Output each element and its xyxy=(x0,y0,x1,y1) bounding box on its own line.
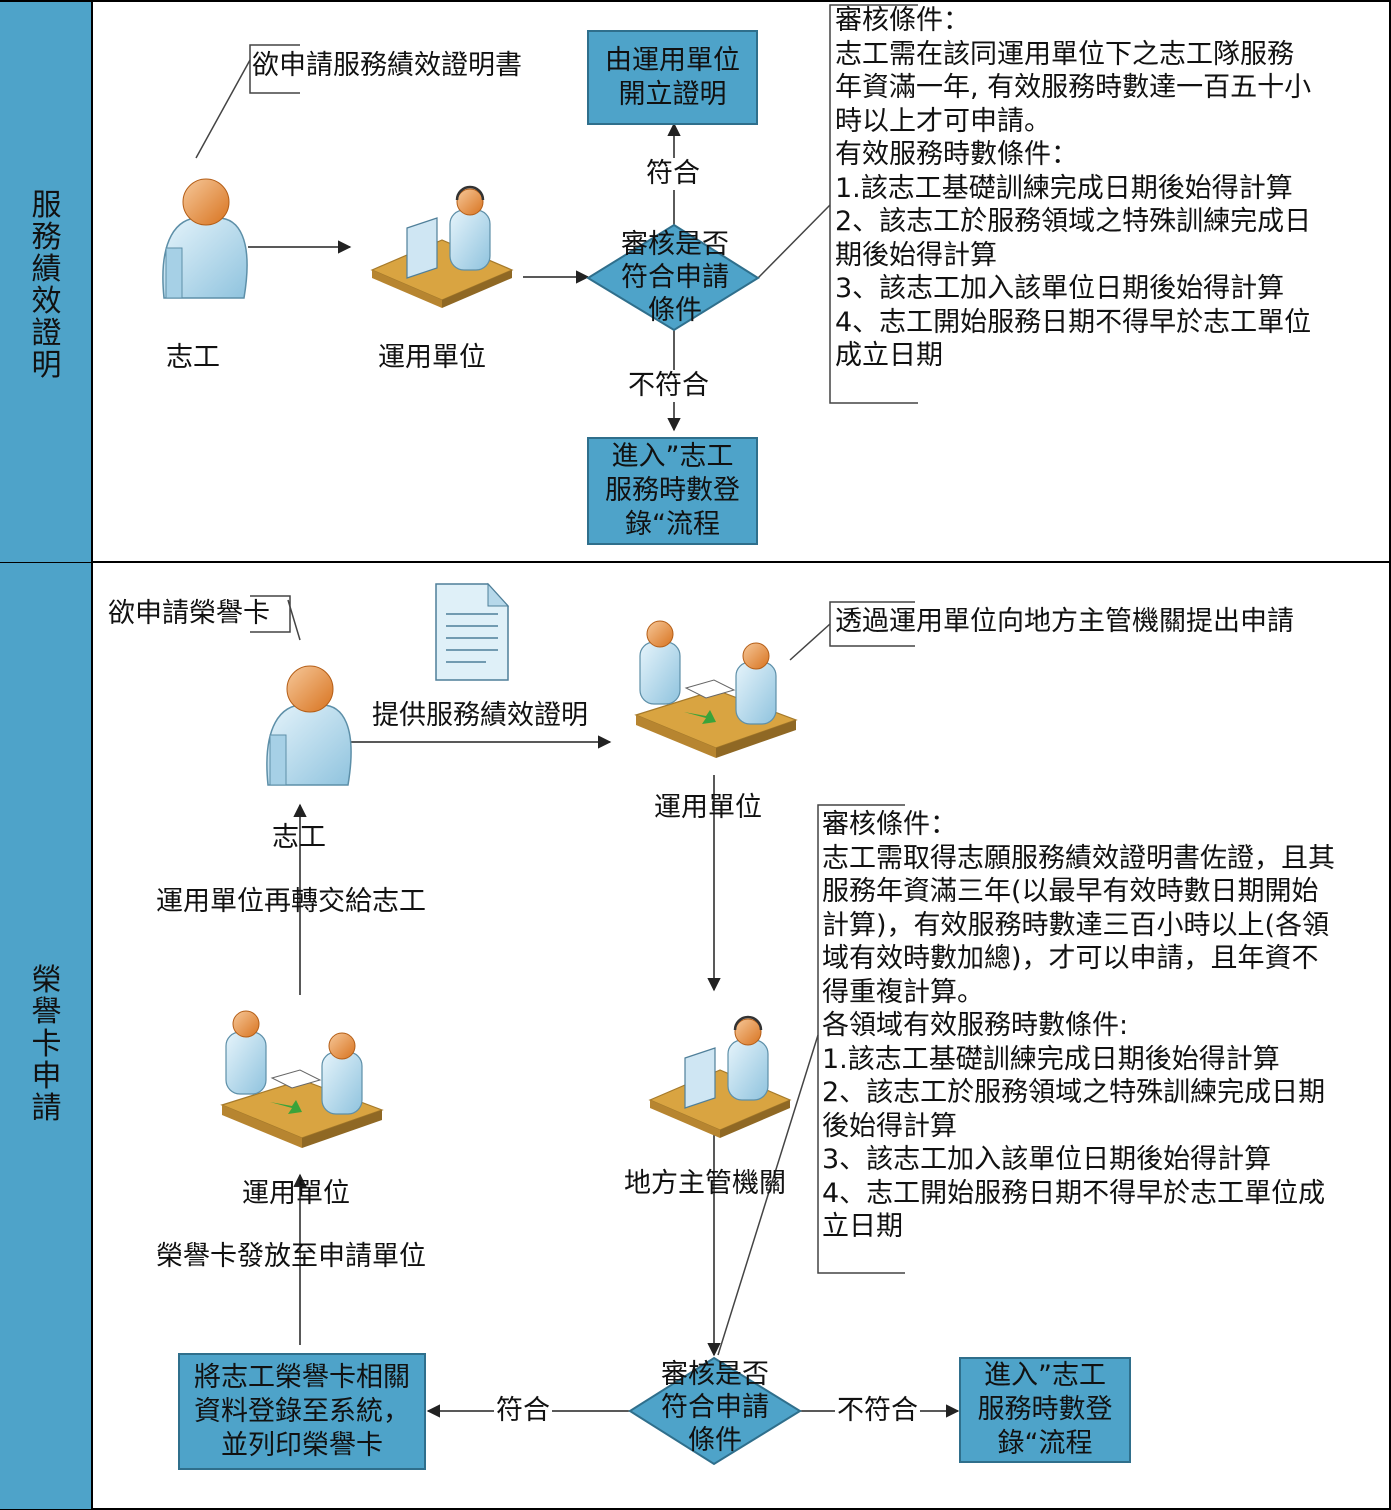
box-register-honor-card: 將志工榮譽卡相關資料登錄至系統，並列印榮譽卡 xyxy=(178,1353,426,1470)
callout-line-conditions1 xyxy=(757,204,831,279)
document-icon xyxy=(435,582,510,681)
meeting-desk-icon xyxy=(220,1010,384,1148)
callout-apply-honor-card: 欲申請榮譽卡 xyxy=(108,598,270,629)
lane-title-honor-card: 榮譽卡申請 xyxy=(31,963,62,1126)
box-enter-hours-flow-2: 進入”志工服務時數登錄“流程 xyxy=(959,1357,1131,1463)
edge-label-return: 運用單位再轉交給志工 xyxy=(156,886,426,917)
conditions-note-2: 審核條件： 志工需取得志願服務績效證明書佐證，且其 服務年資滿三年(以最早有效時… xyxy=(822,809,1335,1242)
callout-apply-certificate: 欲申請服務績效證明書 xyxy=(252,50,522,81)
conditions-note-1: 審核條件： 志工需在該同運用單位下之志工隊服務 年資滿一年, 有效服務時數達一百… xyxy=(835,5,1312,371)
person-icon xyxy=(266,665,352,786)
box-enter-hours-flow: 進入”志工服務時數登錄“流程 xyxy=(587,437,758,545)
decision-diamond-2 xyxy=(628,1356,802,1466)
callout-line-unit2 xyxy=(789,623,831,661)
lane-header-performance xyxy=(0,2,93,562)
actor-authority-label: 地方主管機關 xyxy=(624,1168,786,1199)
actor-unit-label: 運用單位 xyxy=(378,342,486,373)
box-issue-certificate: 由運用單位開立證明 xyxy=(587,30,758,125)
actor-unit-label-3: 運用單位 xyxy=(242,1178,350,1209)
lane-title-performance: 服務績效證明 xyxy=(31,188,62,383)
edge-label-yes: 符合 xyxy=(644,158,702,190)
decision-label-2: 審核是否 符合申請 條件 xyxy=(661,1359,769,1456)
decision-label-1: 審核是否 符合申請 條件 xyxy=(621,229,729,326)
callout-line-conditions2 xyxy=(717,1034,819,1356)
actor-volunteer-label-2: 志工 xyxy=(272,822,326,853)
edge-label-no-2: 不符合 xyxy=(835,1395,920,1427)
meeting-desk-icon xyxy=(634,620,798,758)
lane-header-honor-card xyxy=(0,563,93,1509)
callout-apply-via-unit: 透過運用單位向地方主管機關提出申請 xyxy=(835,606,1294,637)
edge-label-provide-proof: 提供服務績效證明 xyxy=(372,700,588,731)
actor-unit-label-2: 運用單位 xyxy=(654,792,762,823)
actor-volunteer-label: 志工 xyxy=(166,342,220,373)
callout-line-volunteer xyxy=(195,59,251,159)
edge-label-yes-2: 符合 xyxy=(494,1395,552,1427)
operator-computer-icon xyxy=(648,1015,792,1138)
edge-label-dispatch: 榮譽卡發放至申請單位 xyxy=(156,1241,426,1272)
person-icon xyxy=(162,178,248,299)
edge-label-no: 不符合 xyxy=(626,370,711,402)
decision-diamond-1 xyxy=(586,223,760,332)
operator-computer-icon xyxy=(370,185,514,308)
